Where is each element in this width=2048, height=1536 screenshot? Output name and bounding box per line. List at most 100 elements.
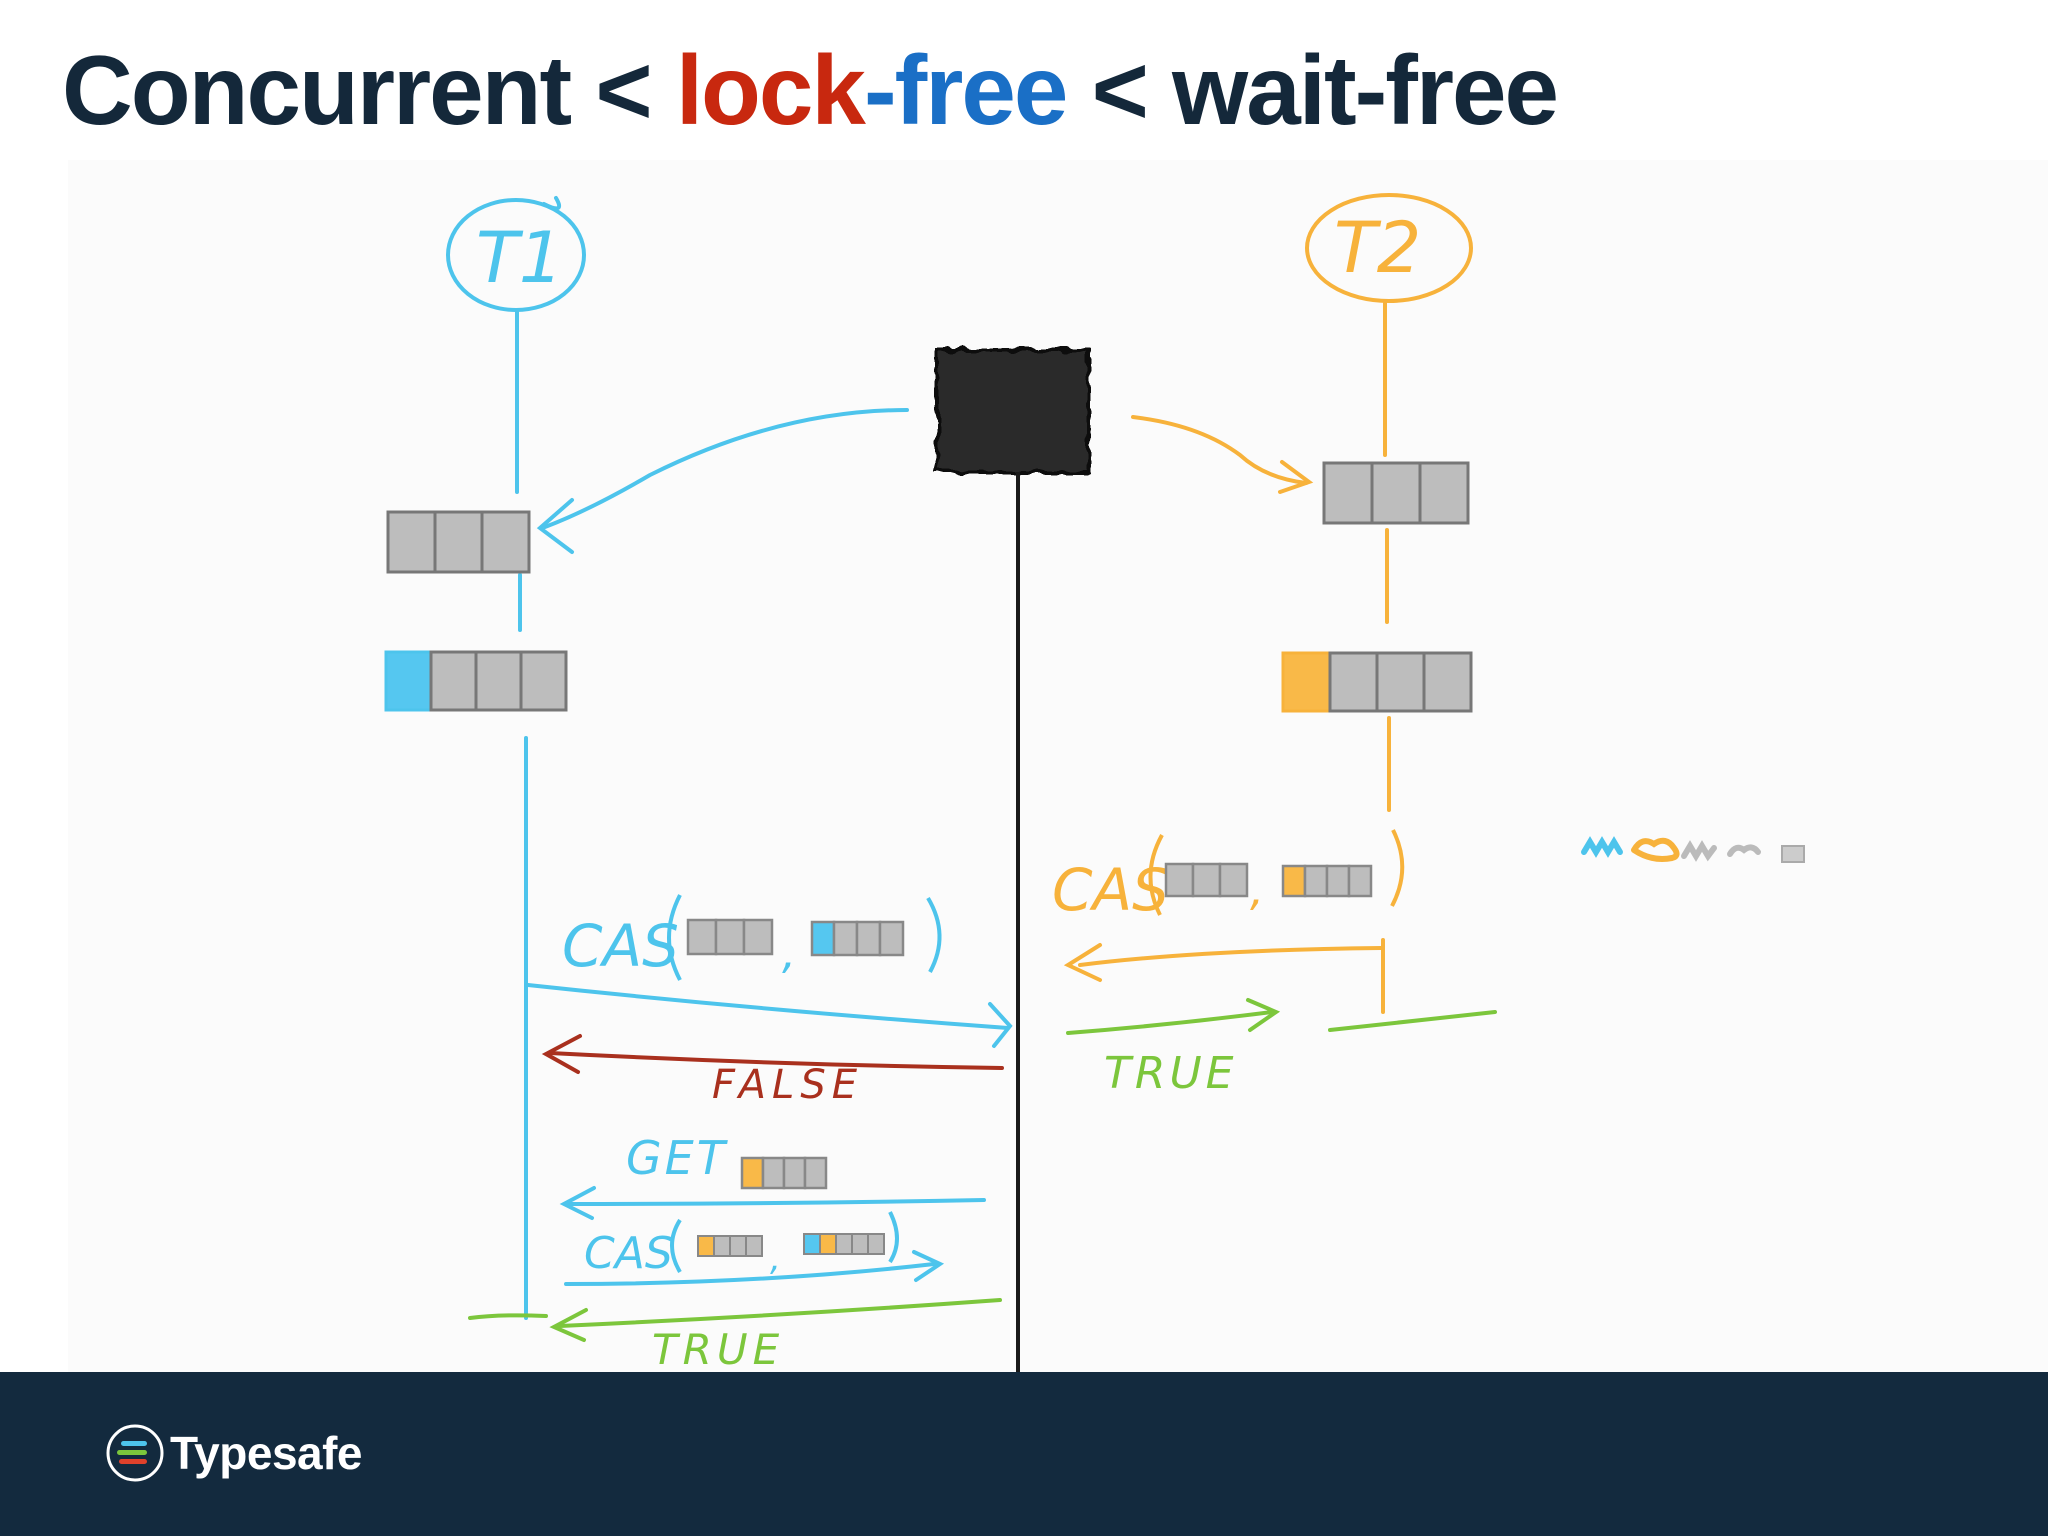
array-cell-orange	[1281, 651, 1332, 713]
t1-cas-comma: ,	[782, 928, 796, 979]
array-cell	[474, 650, 523, 712]
array-cell	[761, 1156, 786, 1190]
t1-array-copy	[386, 510, 531, 574]
false-arrow	[548, 1051, 1004, 1070]
t2-finish-line	[1328, 1010, 1497, 1032]
t1-true-arrow-head	[549, 1308, 588, 1342]
t1-cas-arrow	[526, 983, 1010, 1030]
false-arrow-head	[541, 1034, 582, 1074]
title-wait-free: < wait-free	[1066, 35, 1559, 145]
t1-cas2-arrow-head	[912, 1250, 945, 1282]
array-cell-orange	[1281, 864, 1307, 898]
t1-cas2-close-paren	[888, 1211, 899, 1264]
thread1-label: T1	[476, 217, 563, 299]
array-cell	[1328, 651, 1379, 713]
array-cell	[1322, 461, 1374, 525]
array-cell-orange	[740, 1156, 765, 1190]
t1-cas-open-paren	[667, 894, 682, 981]
array-cell	[855, 920, 882, 957]
array-cell	[1218, 862, 1249, 898]
array-cell	[1375, 651, 1426, 713]
t1-cas-arrow-head	[988, 1002, 1013, 1048]
array-cell	[686, 918, 718, 956]
array-cell	[386, 510, 437, 574]
array-cell	[1347, 864, 1373, 898]
array-cell-orange	[697, 1235, 715, 1257]
gray-scribble-1	[1681, 840, 1717, 862]
blue-scribble	[1581, 836, 1623, 858]
get-label: GET	[626, 1131, 729, 1185]
false-label: FALSE	[712, 1062, 863, 1108]
orange-scribble	[1631, 837, 1680, 862]
array-cell-blue	[803, 1233, 821, 1255]
shared-memory-box	[935, 348, 1091, 474]
t2-true-arrow-head	[1246, 998, 1281, 1032]
array-cell	[480, 510, 531, 574]
t1-false-result	[541, 1034, 1004, 1074]
t1-true-label: TRUE	[652, 1325, 784, 1372]
array-cell	[729, 1235, 747, 1257]
array-cell	[519, 650, 568, 712]
t1-finish-line	[468, 1313, 548, 1320]
t1-cas2-label: CAS	[584, 1228, 673, 1279]
array-cell	[835, 1233, 853, 1255]
array-cell	[1191, 862, 1222, 898]
thread1	[446, 196, 909, 1320]
thread2	[1063, 193, 1473, 1014]
array-cell	[1418, 461, 1470, 525]
t2-true-label: TRUE	[1104, 1048, 1237, 1099]
array-cell-blue	[384, 650, 433, 712]
t1-cas2-comma: ,	[770, 1239, 781, 1279]
array-cell	[745, 1235, 763, 1257]
t1-cas2-open-paren	[670, 1218, 682, 1274]
t1-get-expression: GET	[626, 1131, 828, 1190]
array-cell	[433, 510, 484, 574]
get-arrow	[566, 1198, 986, 1206]
cas-return-arrow	[1078, 946, 1383, 967]
t1-cas2-arrow	[564, 1262, 936, 1286]
read-arrow-to-t1-head	[536, 498, 574, 554]
title-free: free	[894, 35, 1069, 145]
array-cell	[742, 918, 774, 956]
cas-return-arrow-head	[1063, 943, 1102, 982]
typesafe-logo: Typesafe	[104, 1422, 363, 1484]
t2-array-modified	[1281, 651, 1473, 713]
t2-true-arrow	[1066, 1010, 1274, 1035]
t1-cas2-call	[564, 1250, 945, 1286]
t1-cas-close-paren	[926, 896, 942, 973]
t2-true-result	[1066, 998, 1497, 1035]
array-cell	[878, 920, 905, 957]
array-cell	[713, 1235, 731, 1257]
gray-scribble-2	[1727, 844, 1761, 857]
footer-bar: Typesafe	[0, 1372, 2048, 1536]
get-arrow-head	[559, 1186, 596, 1220]
t1-cas2-expression: CAS ,	[584, 1211, 899, 1279]
color-legend-scribbles	[1581, 836, 1805, 863]
slide-title: Concurrent < lock-free < wait-free	[62, 30, 1559, 150]
logo-text: Typesafe	[170, 1427, 363, 1479]
array-cell	[851, 1233, 869, 1255]
t1-cas-label: CAS	[562, 912, 679, 980]
array-cell	[782, 1156, 807, 1190]
array-cell	[832, 920, 859, 957]
title-concurrent: Concurrent <	[62, 35, 676, 145]
shared-memory	[935, 348, 1091, 1372]
t1-true-result	[468, 1298, 1002, 1342]
t1-array-modified	[384, 650, 568, 712]
array-cell	[803, 1156, 828, 1190]
array-cell	[867, 1233, 885, 1255]
array-cell-blue	[810, 920, 836, 957]
array-cell	[1370, 461, 1422, 525]
t2-cas-expression: CAS ,	[1052, 829, 1405, 924]
typesafe-logo-icon	[106, 1424, 164, 1482]
thread1-bubble	[446, 198, 586, 312]
t1-true-arrow	[558, 1298, 1002, 1328]
read-arrow-to-t2-head	[1278, 460, 1314, 494]
thread1-bubble-tail	[542, 196, 561, 211]
thread2-bubble	[1305, 193, 1473, 303]
t2-cas-comma: ,	[1250, 865, 1264, 916]
array-cell	[714, 918, 746, 956]
t2-array-copy	[1322, 461, 1470, 525]
t1-cas-expression: CAS ,	[562, 894, 942, 981]
array-cell	[1422, 651, 1473, 713]
